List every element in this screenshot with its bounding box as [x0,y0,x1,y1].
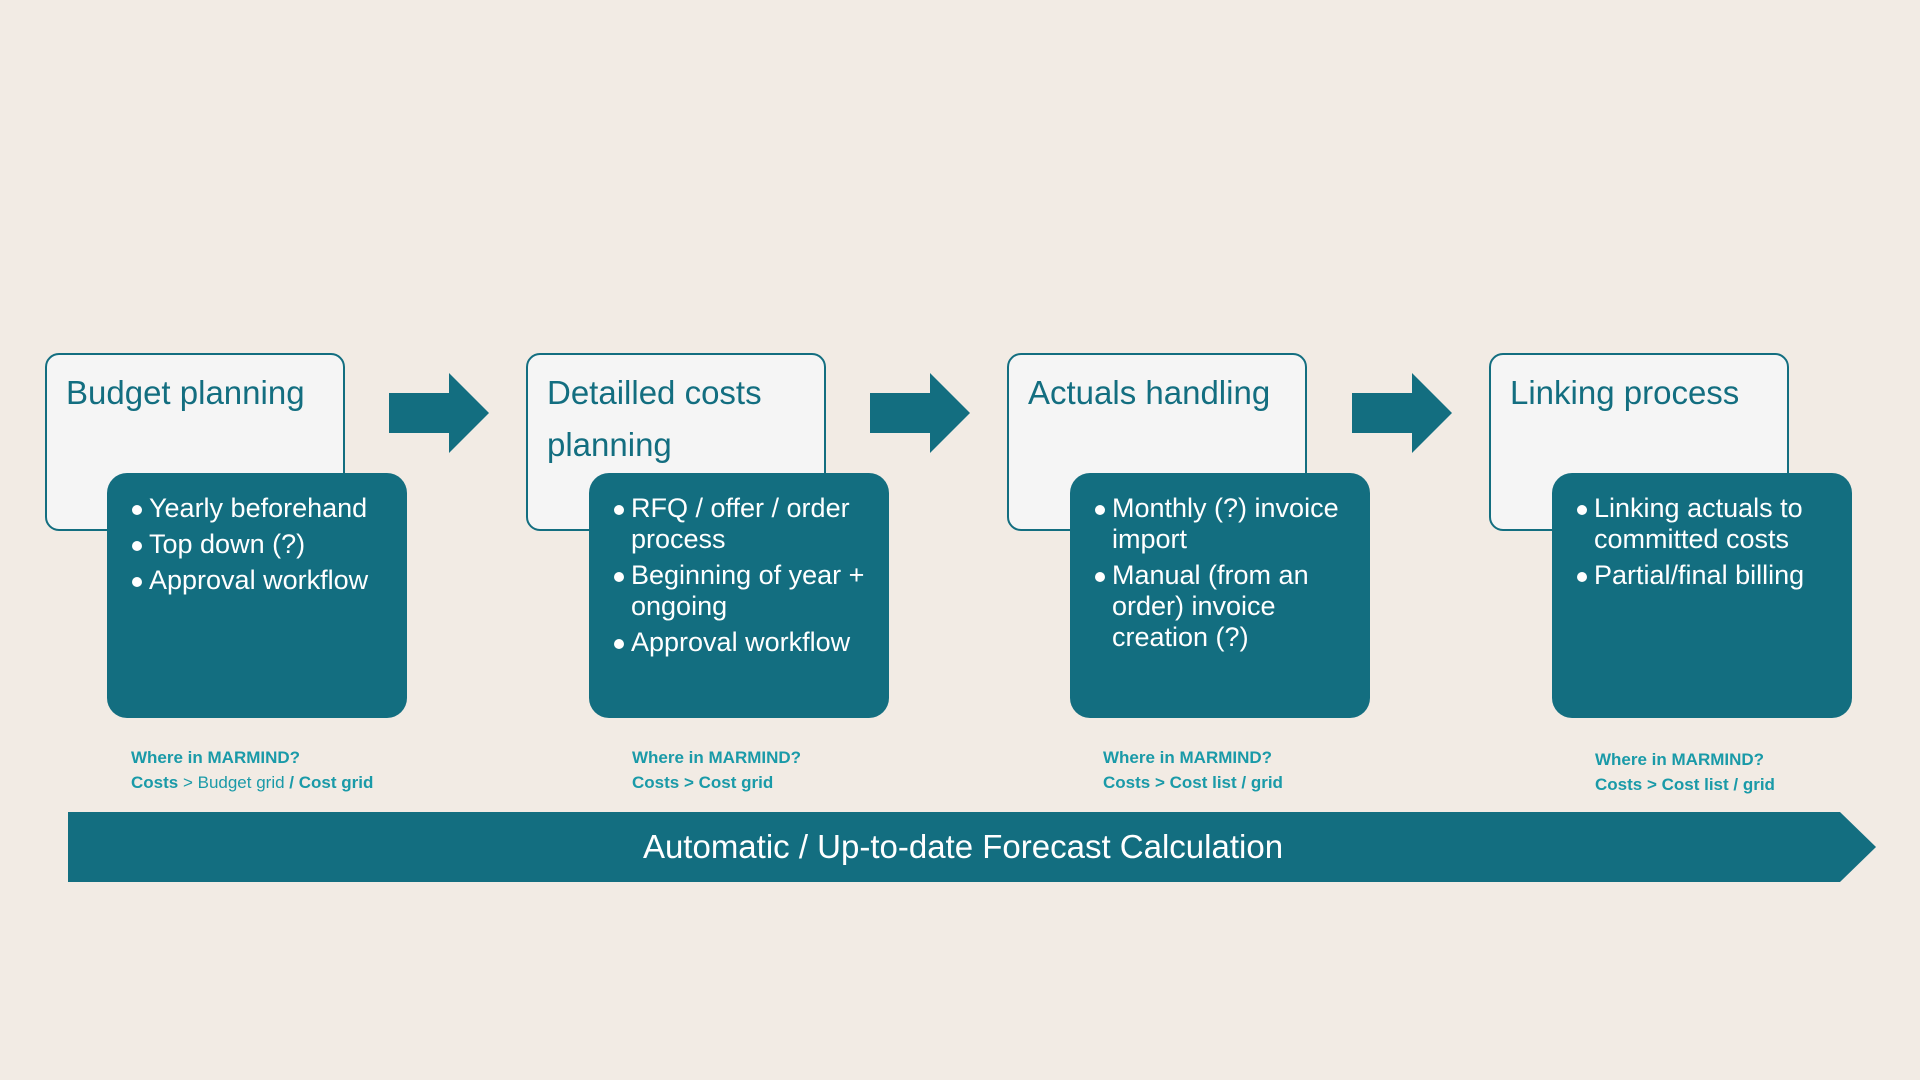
where-path-part: Budget grid [197,773,285,792]
bullet-item: Manual (from an order) invoice creation … [1094,560,1352,653]
bullet-item: RFQ / offer / order process [613,493,871,555]
bullet-item: Linking actuals to committed costs [1576,493,1834,555]
bullet-item: Monthly (?) invoice import [1094,493,1352,555]
where-heading: Where in MARMIND? [131,748,301,767]
bullet-list: Yearly beforehand Top down (?) Approval … [131,493,389,596]
where-in-marmind-detailled: Where in MARMIND? Costs > Cost grid [632,745,801,795]
step-title: Detailled costs planning [547,374,762,463]
step-budget-planning-details: Yearly beforehand Top down (?) Approval … [107,473,407,718]
where-in-marmind-budget: Where in MARMIND? Costs > Budget grid / … [131,745,373,795]
where-path: Costs > Cost grid [632,773,774,792]
bullet-list: Linking actuals to committed costs Parti… [1576,493,1834,591]
where-path-separator: > [178,773,198,792]
where-heading: Where in MARMIND? [1103,748,1273,767]
bullet-item: Beginning of year + ongoing [613,560,871,622]
bullet-item: Top down (?) [131,529,389,560]
where-path: Costs > Cost list / grid [1595,775,1775,794]
where-in-marmind-actuals: Where in MARMIND? Costs > Cost list / gr… [1103,745,1283,795]
bullet-item: Yearly beforehand [131,493,389,524]
where-path: Costs > Cost list / grid [1103,773,1283,792]
bullet-item: Approval workflow [131,565,389,596]
where-path-part: / Cost grid [284,773,374,792]
bullet-item: Partial/final billing [1576,560,1834,591]
bullet-list: Monthly (?) invoice import Manual (from … [1094,493,1352,653]
step-title: Linking process [1510,374,1740,411]
bullet-item: Approval workflow [613,627,871,658]
where-heading: Where in MARMIND? [1595,750,1765,769]
where-path-part: Costs [131,773,179,792]
forecast-banner-label: Automatic / Up-to-date Forecast Calculat… [642,828,1284,865]
step-actuals-handling-details: Monthly (?) invoice import Manual (from … [1070,473,1370,718]
step-detailled-costs-details: RFQ / offer / order process Beginning of… [589,473,889,718]
right-arrow-icon [870,373,970,453]
where-in-marmind-linking: Where in MARMIND? Costs > Cost list / gr… [1595,747,1775,797]
right-arrow-icon [389,373,489,453]
where-heading: Where in MARMIND? [632,748,802,767]
where-path: Costs > Budget grid / Cost grid [131,770,373,795]
right-arrow-icon [1352,373,1452,453]
bullet-list: RFQ / offer / order process Beginning of… [613,493,871,658]
step-title: Budget planning [66,374,305,411]
forecast-banner-arrow [68,812,1876,882]
step-linking-process-details: Linking actuals to committed costs Parti… [1552,473,1852,718]
step-title: Actuals handling [1028,374,1271,411]
